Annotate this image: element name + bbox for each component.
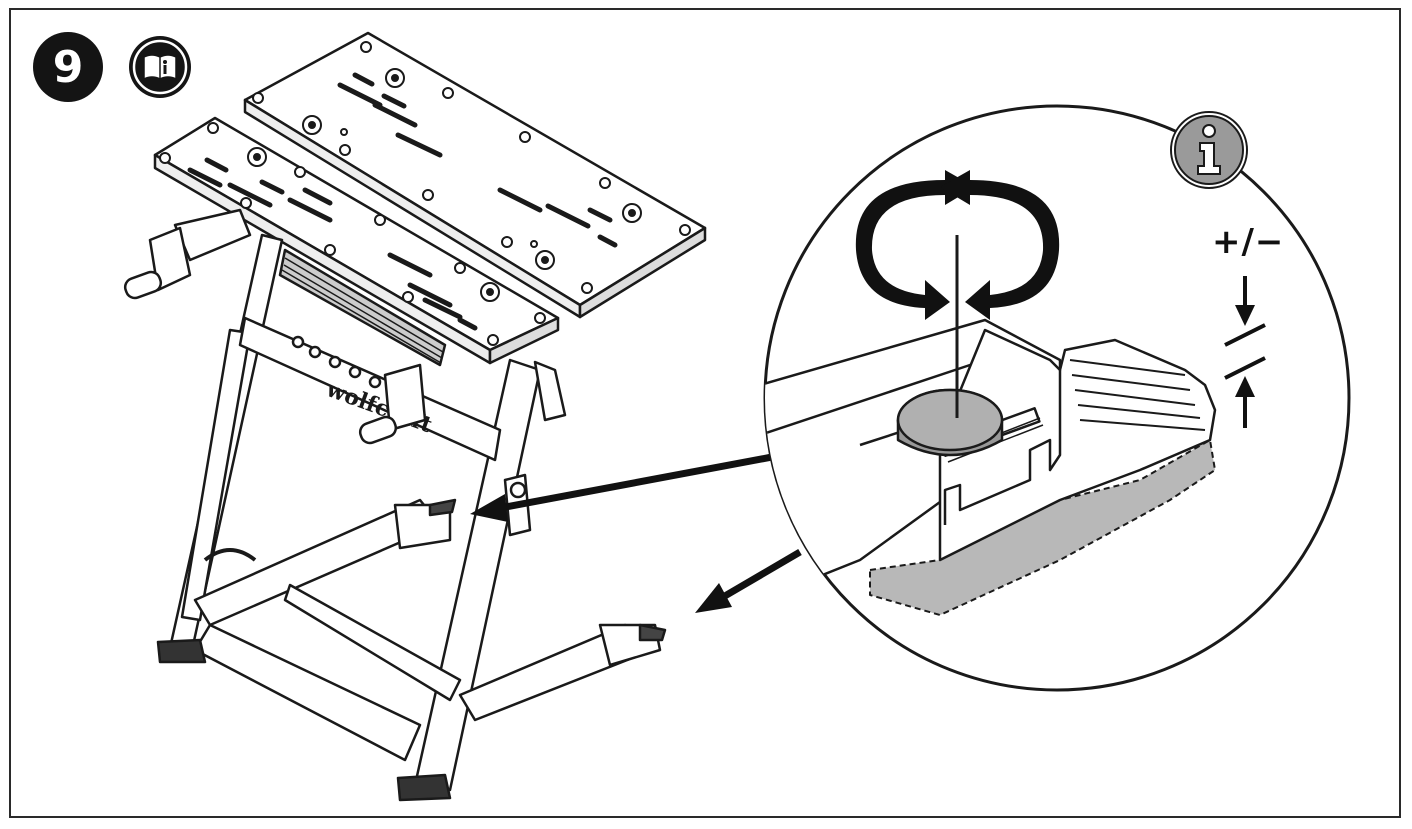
manual-info-icon: [129, 36, 191, 98]
pointer-arrows: [470, 453, 802, 613]
step-number-badge: 9: [33, 32, 103, 102]
adjust-plus-minus-label: +/−: [1212, 222, 1285, 262]
figure-frame: [9, 8, 1401, 818]
height-adjust-arrows: [1224, 276, 1266, 428]
step-number: 9: [52, 41, 84, 93]
workbench: wolfcraft: [123, 31, 707, 802]
detail-circle: [763, 104, 1351, 692]
rotate-arrows-icon: [855, 170, 1060, 320]
table-top-back: [243, 31, 707, 307]
info-icon: [1170, 111, 1248, 189]
